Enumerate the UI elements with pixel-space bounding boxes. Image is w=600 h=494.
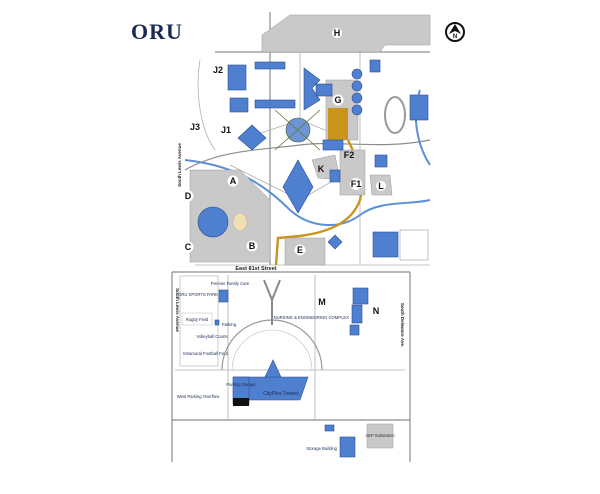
street-south-lewis-upper: South Lewis Avenue — [177, 143, 182, 187]
aep-substation-label: AEP Substation — [365, 433, 395, 438]
street-south-delaware: South Delaware Ave. — [400, 303, 405, 347]
arena-building — [197, 206, 229, 238]
lot-m: M — [318, 297, 326, 307]
lot-e: E — [297, 245, 303, 255]
lot-markers: H G J1 J2 J3 F1 F2 K L A B C D E — [182, 28, 386, 256]
svg-text:N: N — [453, 34, 457, 40]
intramural-field-label: Intramural Football Field — [183, 351, 229, 356]
storage-building-label: Storage Building — [306, 446, 337, 451]
lot-f1: F1 — [351, 179, 362, 189]
aerobics-center — [372, 231, 399, 258]
lot-j3: J3 — [190, 122, 200, 132]
nursing-engineering-label: NURSING & ENGINEERING COMPLEX — [274, 315, 350, 320]
street-east-81st: East 81st Street — [235, 266, 276, 272]
track — [384, 96, 406, 134]
storage-building — [339, 436, 356, 458]
lot-c: C — [185, 242, 192, 252]
construction-area — [328, 108, 348, 140]
oru-logo: ORU — [131, 19, 183, 44]
lot-d: D — [185, 191, 192, 201]
upper-campus: H G J1 J2 J3 F1 F2 K L A B C D E South L… — [177, 12, 431, 266]
rugby-field-label: Rugby Field — [186, 317, 209, 322]
street-south-lewis-lower: South Lewis Avenue — [175, 288, 180, 332]
cityplex-towers-label: CityPlex Towers — [263, 391, 299, 397]
learning-center-building — [282, 159, 314, 214]
volleyball-courts-label: Volleyball Courts — [196, 334, 227, 339]
lot-k: K — [318, 164, 325, 174]
lower-campus: East 81st Street ORU SPORTS PARK Rugby F… — [171, 266, 411, 462]
lot-a: A — [230, 176, 237, 186]
sports-park-label: ORU SPORTS PARK — [178, 292, 218, 297]
lot-g: G — [334, 95, 341, 105]
parking-lot-h — [261, 14, 431, 53]
north-arrow-icon: N — [445, 22, 465, 42]
parking-label: Parking — [222, 322, 237, 327]
nursing-engineering-building — [352, 287, 369, 305]
lot-h: H — [334, 28, 341, 38]
lot-j1: J1 — [221, 125, 231, 135]
lot-b: B — [249, 241, 256, 251]
lot-l: L — [378, 181, 384, 191]
lot-n: N — [373, 306, 380, 316]
premier-family-care-label: Premier Family Care — [211, 281, 250, 286]
parking-garage-entrance — [233, 398, 249, 406]
premier-family-care-building — [218, 289, 229, 303]
parking-garage-label: Parking Garage — [226, 382, 256, 387]
aep-substation — [366, 423, 394, 449]
lot-j2: J2 — [213, 65, 223, 75]
lot-f2: F2 — [344, 150, 355, 160]
west-parking-overflow-label: West Parking Overflow — [177, 394, 220, 399]
